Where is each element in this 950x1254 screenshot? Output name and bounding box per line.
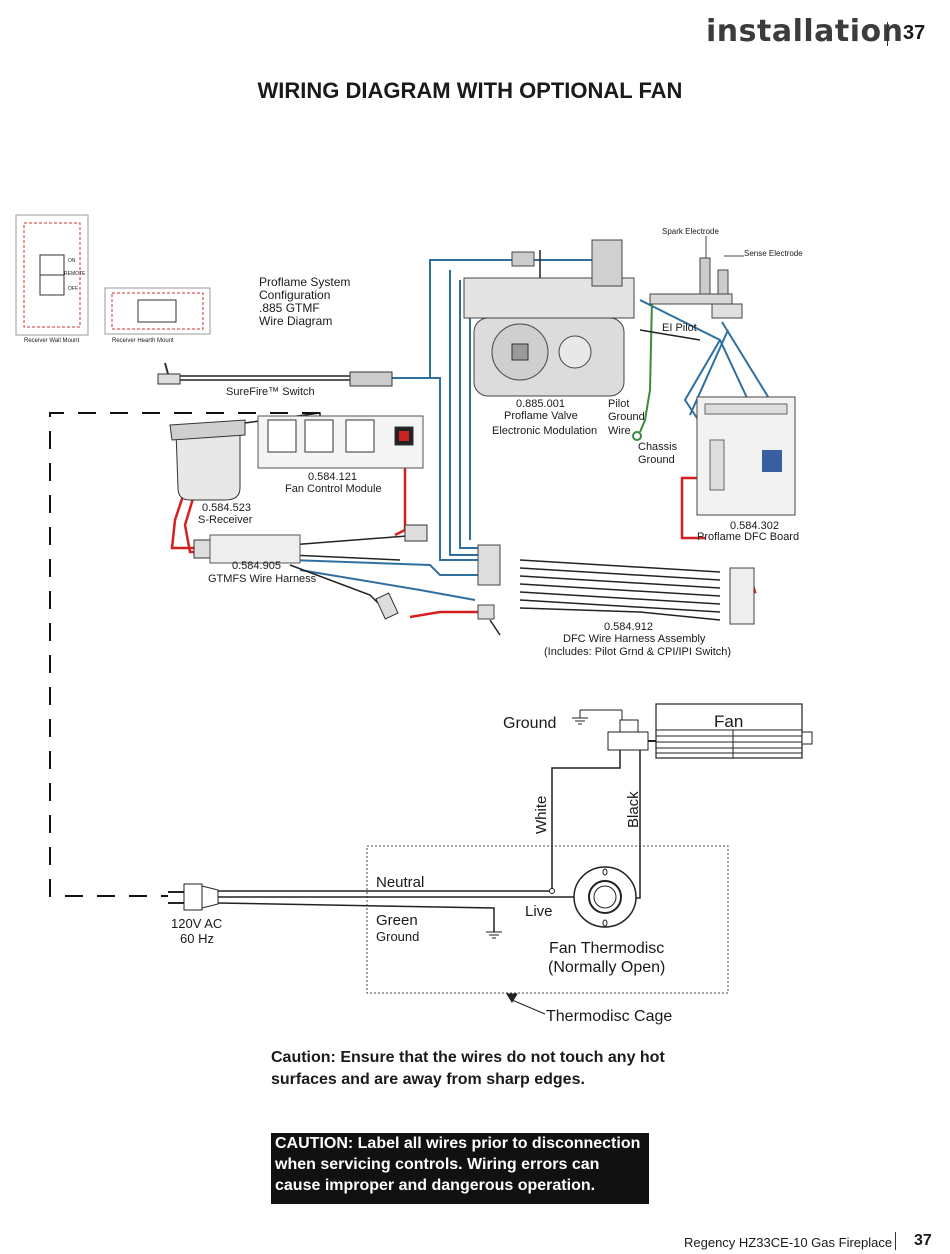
valve-part: 0.885.001 bbox=[516, 398, 565, 410]
fan-control-name: Fan Control Module bbox=[285, 483, 382, 495]
remote-off-label: OFF bbox=[68, 286, 78, 292]
fan-thermodisc: Fan Thermodisc (Normally Open) bbox=[548, 866, 665, 976]
neutral-junction bbox=[549, 888, 555, 894]
ei-pilot-label: EI Pilot bbox=[662, 322, 697, 334]
caution-text: Caution: Ensure that the wires do not to… bbox=[271, 1049, 665, 1088]
white-wire-label: White bbox=[533, 796, 550, 834]
thermodisc-state: (Normally Open) bbox=[548, 959, 665, 976]
dfc-board-name: Proflame DFC Board bbox=[697, 531, 799, 543]
receiver-wall-label: Receiver Wall Mount bbox=[24, 338, 79, 344]
header-divider bbox=[887, 22, 888, 46]
s-receiver: 0.584.523 S-Receiver bbox=[169, 419, 253, 526]
s-receiver-part: 0.584.523 bbox=[202, 502, 251, 514]
spark-electrode-label: Spark Electrode bbox=[662, 227, 719, 236]
pilot-ground-line1: Pilot bbox=[608, 398, 629, 410]
ei-pilot-assembly: Spark Electrode Sense Electrode EI Pilot bbox=[649, 227, 803, 334]
receiver-wall-mount: ON REMOTE OFF Receiver Wall Mount bbox=[15, 214, 89, 344]
fan-ground-label: Ground bbox=[503, 715, 556, 732]
footer-brand: Regency HZ33CE-10 Gas Fireplace bbox=[684, 1235, 893, 1250]
power-cord bbox=[217, 890, 586, 932]
dfc-board: 0.584.302 Proflame DFC Board bbox=[696, 396, 799, 543]
thermodisc-label: Fan Thermodisc bbox=[549, 940, 664, 957]
white-wire bbox=[551, 750, 621, 890]
sense-electrode-label: Sense Electrode bbox=[744, 249, 803, 258]
dfc-harness-note: (Includes: Pilot Grnd & CPI/IPI Switch) bbox=[544, 646, 731, 658]
valve-name: Proflame Valve bbox=[504, 410, 578, 422]
gtmfs-part: 0.584.905 bbox=[232, 560, 281, 572]
proflame-valve: 0.885.001 Proflame Valve Electronic Modu… bbox=[463, 239, 635, 437]
diagram-title: WIRING DIAGRAM WITH OPTIONAL FAN bbox=[257, 78, 683, 103]
chassis-ground-line1: Chassis bbox=[638, 441, 678, 453]
fan-control-part: 0.584.121 bbox=[308, 471, 357, 483]
proflame-config-line3: .885 GTMF bbox=[259, 301, 320, 315]
pilot-ground-wire bbox=[639, 299, 653, 433]
surefire-label: SureFire™ Switch bbox=[226, 386, 315, 398]
gtmfs-harness: 0.584.905 GTMFS Wire Harness bbox=[193, 524, 428, 620]
neutral-label: Neutral bbox=[376, 874, 424, 891]
remote-remote-label: REMOTE bbox=[64, 271, 86, 277]
footer-divider bbox=[895, 1232, 896, 1250]
green-ground-label: Ground bbox=[376, 929, 419, 944]
green-ground-symbol bbox=[486, 931, 502, 939]
chassis-ground-line2: Ground bbox=[638, 454, 675, 466]
power-frequency-label: 60 Hz bbox=[180, 931, 214, 946]
dfc-harness-name: DFC Wire Harness Assembly bbox=[563, 633, 706, 645]
pilot-ground-line2: Ground bbox=[608, 411, 645, 423]
gtmfs-name: GTMFS Wire Harness bbox=[208, 573, 317, 585]
receiver-hearth-label: Receiver Hearth Mount bbox=[112, 338, 174, 344]
remote-on-label: ON bbox=[68, 258, 76, 264]
fan-control-module: 0.584.121 Fan Control Module bbox=[257, 415, 424, 495]
valve-type: Electronic Modulation bbox=[492, 425, 597, 437]
fan: Fan bbox=[607, 703, 813, 759]
receiver-hearth-mount: Receiver Hearth Mount bbox=[104, 287, 211, 344]
proflame-config-line2: Configuration bbox=[259, 288, 330, 302]
green-label: Green bbox=[376, 912, 418, 929]
section-title: installation bbox=[706, 14, 904, 49]
proflame-config-line1: Proflame System bbox=[259, 275, 350, 289]
s-receiver-name: S-Receiver bbox=[198, 514, 253, 526]
power-voltage-label: 120V AC bbox=[171, 916, 222, 931]
cage-pointer bbox=[506, 993, 546, 1015]
proflame-config-line4: Wire Diagram bbox=[259, 314, 332, 328]
caution-box: CAUTION: Label all wires prior to discon… bbox=[271, 1133, 649, 1204]
black-wire-label: Black bbox=[625, 791, 642, 828]
surefire-switch: SureFire™ Switch bbox=[157, 362, 393, 398]
power-plug: 120V AC 60 Hz bbox=[168, 883, 222, 946]
dashed-connection bbox=[49, 412, 320, 897]
fan-label: Fan bbox=[714, 712, 743, 731]
dfc-board-part: 0.584.302 bbox=[730, 520, 779, 532]
dfc-harness: 0.584.912 DFC Wire Harness Assembly (Inc… bbox=[477, 544, 755, 658]
pilot-ground-line3: Wire bbox=[608, 425, 631, 437]
thermodisc-cage bbox=[366, 845, 729, 994]
page-number-top: 37 bbox=[903, 22, 926, 44]
fan-ground-symbol bbox=[572, 709, 623, 725]
page-number-bottom: 37 bbox=[914, 1232, 932, 1249]
thermodisc-cage-label: Thermodisc Cage bbox=[546, 1008, 672, 1025]
live-label: Live bbox=[525, 903, 553, 920]
dfc-harness-part: 0.584.912 bbox=[604, 621, 653, 633]
chassis-ground-point bbox=[632, 431, 642, 441]
